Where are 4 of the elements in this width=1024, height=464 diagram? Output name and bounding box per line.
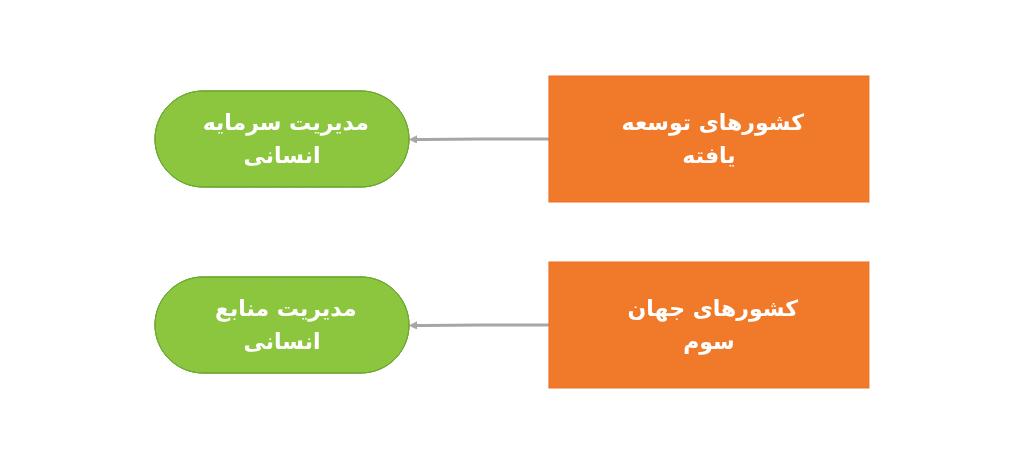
- arrow: [409, 135, 549, 144]
- node-box: کشورهای توسعه یافته: [548, 75, 870, 203]
- node-box: کشورهای جهان سوم: [548, 261, 870, 389]
- arrow: [409, 321, 549, 330]
